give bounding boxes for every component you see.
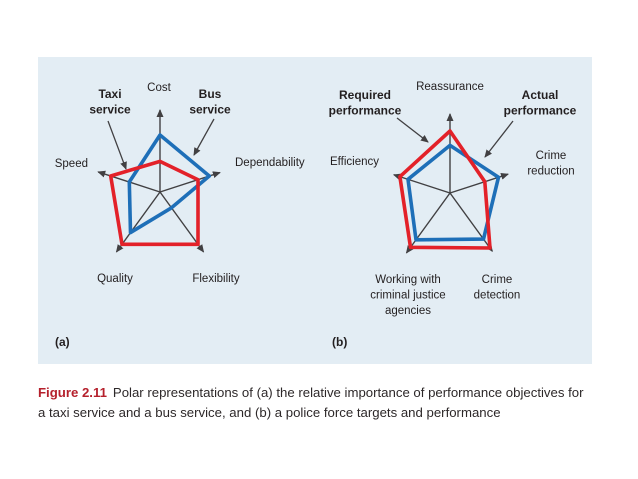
annotation-arrow bbox=[193, 118, 215, 156]
caption-text-line-1: Polar representations of (a) the relativ… bbox=[112, 385, 584, 400]
chart-label-reduction: reduction bbox=[527, 166, 574, 178]
axis-working-with-criminal-justice-agencies bbox=[405, 192, 451, 254]
chart-label-speed: Speed bbox=[55, 158, 88, 170]
chart-label-reassurance: Reassurance bbox=[416, 81, 484, 93]
chart-label-required: Required bbox=[339, 88, 391, 102]
series-polygon-taxi-service bbox=[108, 159, 200, 247]
chart-label-taxi: Taxi bbox=[98, 87, 121, 101]
chart-label-bus: Bus bbox=[199, 87, 222, 101]
chart-label-agencies: agencies bbox=[385, 305, 431, 317]
radar-svg-b: ReassuranceCrimereductionCrimedetectionW… bbox=[329, 81, 577, 349]
caption-line-2: a taxi service and a bus service, and (b… bbox=[38, 403, 618, 423]
axis-quality bbox=[115, 191, 161, 253]
series-polygon-required-performance bbox=[398, 129, 492, 250]
caption-line-1: Figure 2.11 Polar representations of (a) … bbox=[38, 383, 618, 403]
axis-crime-detection bbox=[449, 192, 493, 253]
chart-label-working-with: Working with bbox=[375, 274, 441, 286]
figure-number: Figure 2.11 bbox=[38, 385, 107, 400]
annotation-arrow bbox=[396, 117, 429, 143]
chart-label-service: service bbox=[189, 103, 231, 117]
series-polygon-bus-service bbox=[127, 133, 212, 235]
chart-label-performance: performance bbox=[329, 104, 402, 118]
chart-label-service: service bbox=[89, 103, 131, 117]
chart-label-flexibility: Flexibility bbox=[192, 273, 240, 285]
chart-label-detection: detection bbox=[474, 290, 521, 302]
chart-label-crime: Crime bbox=[482, 274, 513, 286]
chart-label-performance: performance bbox=[504, 104, 577, 118]
chart-label-dependability: Dependability bbox=[235, 157, 305, 169]
chart-label-criminal-justice: criminal justice bbox=[370, 290, 445, 302]
annotation-arrow bbox=[107, 120, 127, 170]
figure-caption: Figure 2.11 Polar representations of (a) … bbox=[38, 383, 618, 423]
chart-label-cost: Cost bbox=[147, 82, 171, 94]
chart-label-actual: Actual bbox=[522, 88, 559, 102]
series-polygon-actual-performance bbox=[406, 143, 501, 242]
chart-label-crime: Crime bbox=[536, 150, 567, 162]
caption-text-line-2: a taxi service and a bus service, and (b… bbox=[38, 405, 501, 420]
annotation-arrow bbox=[484, 120, 514, 158]
chart-label-quality: Quality bbox=[97, 273, 133, 285]
chart-label-a: (a) bbox=[55, 335, 70, 349]
chart-label-efficiency: Efficiency bbox=[330, 156, 379, 168]
axis-efficiency bbox=[392, 173, 451, 194]
chart-label-b: (b) bbox=[332, 335, 347, 349]
